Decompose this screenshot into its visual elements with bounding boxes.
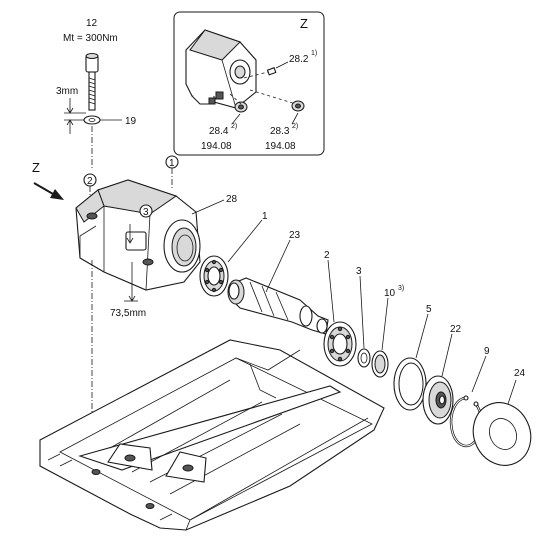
seal-22: 22 [422,324,462,425]
ring-10: 10 3) [371,285,404,378]
label-3: 3 [356,266,362,277]
label-28-2-footnote: 1) [311,50,317,57]
gap-dimension: 3mm [56,86,78,97]
view-letter-z: Z [32,160,40,175]
label-9: 9 [484,346,490,357]
detail-z-panel: Z 28.2 1) 28.4 2) 28.3 [173,11,325,156]
base-plate [39,339,385,531]
torque-value: Mt = 300Nm [63,33,118,44]
label-1: 1 [262,211,268,222]
label-194-08-left: 194.08 [201,141,232,152]
label-28-3: 28.3 [270,126,290,137]
label-28-4: 28.4 [209,126,229,137]
view-z-arrow: Z [32,160,64,200]
bearing-1: 1 [199,211,268,297]
label-24: 24 [514,368,526,379]
housing-28: 1 2 3 28 [75,155,238,291]
label-28: 28 [226,194,238,205]
label-19: 19 [125,116,137,127]
label-10: 10 [384,288,396,299]
bolt-assembly: 12 Mt = 300Nm 19 3mm [56,18,137,170]
label-28-3-footnote: 2) [292,123,298,130]
disc-24: 24 [472,368,532,466]
dimension-73-5: 73,5mm [110,308,146,319]
detail-view-letter: Z [300,16,308,31]
circle-marker-2: 2 [87,176,93,187]
label-12: 12 [86,18,98,29]
label-5: 5 [426,304,432,315]
bearing-2: 2 [323,250,357,367]
detail-housing-drawing [185,29,305,125]
circle-marker-3: 3 [143,207,149,218]
circle-marker-1: 1 [169,158,175,169]
housing-height-dimension: 73,5mm [91,260,146,470]
label-28-4-footnote: 2) [231,123,237,130]
spacer-3: 3 [356,266,371,368]
label-10-footnote: 3) [398,285,404,292]
label-22: 22 [450,324,462,335]
eccentric-shaft-23: 23 [227,230,329,335]
ring-5: 5 [393,304,432,411]
label-2: 2 [324,250,330,261]
label-23: 23 [289,230,301,241]
label-28-2: 28.2 [289,54,309,65]
label-194-08-right: 194.08 [265,141,296,152]
